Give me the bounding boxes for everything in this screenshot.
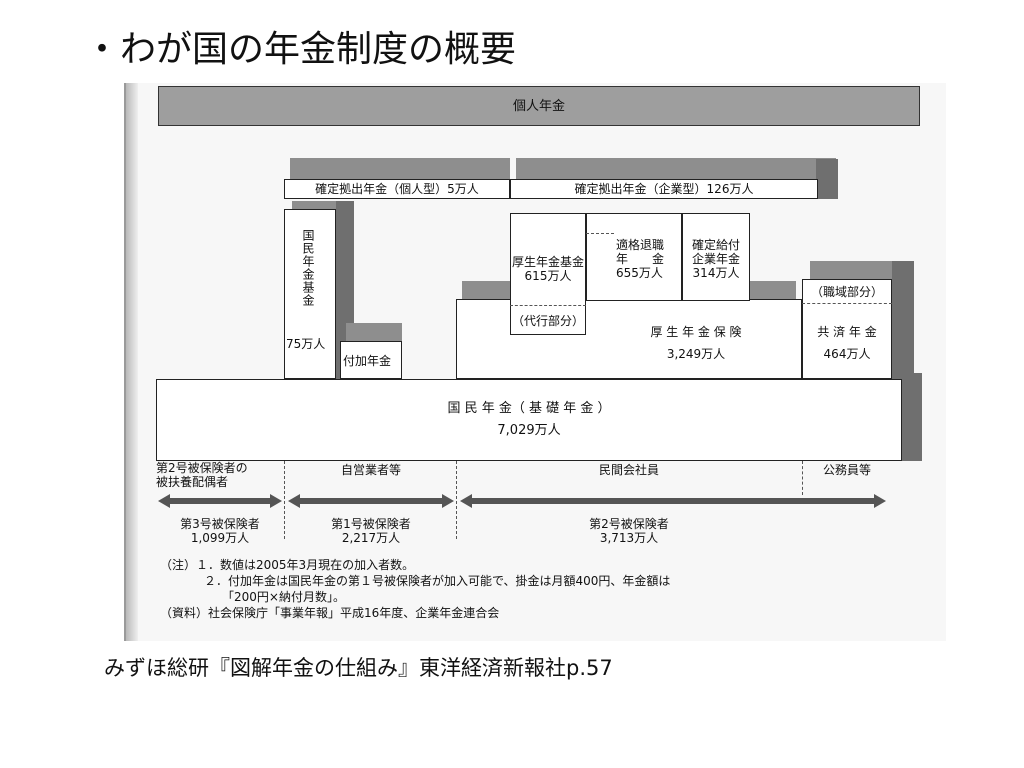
dc-individual-label: 確定拠出年金（個人型）5万人 bbox=[315, 182, 479, 196]
cat2-arrow-line bbox=[472, 498, 874, 504]
category-divider-1 bbox=[284, 461, 285, 539]
employees-pension-fund-label: 厚生年金基金 bbox=[511, 255, 584, 269]
note-3: 「200円×納付月数」。 bbox=[222, 590, 345, 604]
national-pension-side bbox=[902, 373, 922, 461]
cat1-arrow-left-head bbox=[288, 494, 300, 508]
dc-corporate-box bbox=[510, 179, 818, 199]
source-caption: みずほ総研『図解年金の仕組み』東洋経済新報社p.57 bbox=[104, 656, 613, 680]
cat1-label: 第1号被保険者 bbox=[331, 517, 411, 531]
additional-pension-top bbox=[346, 323, 402, 343]
cat2-spouse-label-2: 被扶養配偶者 bbox=[156, 475, 229, 489]
note-4: （資料）社会保険庁「事業年報」平成16年度、企業年金連合会 bbox=[160, 606, 500, 620]
employees-pension-label: 厚 生 年 金 保 険 bbox=[650, 325, 742, 339]
national-pension-fund-top bbox=[292, 201, 354, 211]
qualified-retirement-dash bbox=[586, 233, 614, 234]
mutual-aid-top bbox=[810, 261, 914, 281]
qualified-retirement-label-1: 適格退職 bbox=[616, 238, 665, 252]
additional-pension-box bbox=[340, 341, 402, 379]
note-2: ２．付加年金は国民年金の第１号被保険者が加入可能で、掛金は月額400円、年金額は bbox=[204, 574, 671, 588]
national-pension-fund-count: 75万人 bbox=[286, 337, 326, 351]
personal-pension-label: 個人年金 bbox=[512, 99, 565, 114]
mutual-aid-count: 464万人 bbox=[823, 347, 871, 361]
national-pension-count: 7,029万人 bbox=[497, 423, 561, 438]
mutual-aid-label: 共 済 年 金 bbox=[817, 325, 877, 339]
cat2-count: 3,713万人 bbox=[599, 531, 659, 545]
defined-benefit-label-2: 企業年金 bbox=[691, 252, 740, 266]
defined-benefit-count: 314万人 bbox=[692, 266, 740, 280]
dc-corporate-top bbox=[516, 158, 836, 180]
qualified-retirement-count: 655万人 bbox=[616, 266, 663, 280]
cat1-count: 2,217万人 bbox=[341, 531, 401, 545]
self-employed-label: 自営業者等 bbox=[340, 463, 401, 477]
cat3-label: 第3号被保険者 bbox=[180, 517, 260, 531]
proxy-divider bbox=[510, 305, 586, 306]
occupational-divider bbox=[802, 303, 892, 304]
employees-pension-fund-box bbox=[510, 213, 586, 335]
national-pension-label: 国 民 年 金（ 基 礎 年 金 ） bbox=[447, 401, 611, 416]
national-pension-box bbox=[156, 379, 902, 461]
occupational-portion-label: （職域部分） bbox=[810, 285, 883, 299]
cat2-label: 第2号被保険者 bbox=[589, 517, 669, 531]
cat3-arrow-right-head bbox=[270, 494, 282, 508]
mutual-aid-box bbox=[802, 279, 892, 379]
cat3-arrow-line bbox=[170, 498, 270, 504]
qualified-retirement-box bbox=[586, 213, 682, 301]
dc-corporate-side bbox=[816, 159, 838, 199]
national-pension-fund-box bbox=[284, 209, 336, 379]
employees-pension-box bbox=[456, 299, 802, 379]
employees-pension-fund-count: 615万人 bbox=[524, 269, 572, 283]
cat3-arrow-left-head bbox=[158, 494, 170, 508]
private-employees-label: 民間会社員 bbox=[598, 463, 659, 477]
category-divider-3 bbox=[802, 461, 803, 495]
mutual-aid-side bbox=[892, 261, 914, 379]
dc-individual-box bbox=[284, 179, 510, 199]
qualified-retirement-label-2: 年 金 bbox=[616, 252, 665, 266]
cat3-count: 1,099万人 bbox=[190, 531, 250, 545]
cat2-arrow-right-head bbox=[874, 494, 886, 508]
note-1: （注）１．数値は2005年3月現在の加入者数。 bbox=[160, 558, 415, 572]
cat1-arrow-line bbox=[300, 498, 442, 504]
cat2-spouse-label-1: 第2号被保険者の bbox=[156, 461, 248, 475]
cat2-arrow-left-head bbox=[460, 494, 472, 508]
dc-corporate-label: 確定拠出年金（企業型）126万人 bbox=[574, 182, 754, 196]
cat1-arrow-right-head bbox=[442, 494, 454, 508]
pension-system-diagram: 個人年金 確定拠出年金（個人型）5万人 確定拠出年金（企業型）126万人 国民年… bbox=[124, 83, 946, 641]
dc-individual-top bbox=[290, 158, 510, 180]
category-divider-2 bbox=[456, 461, 457, 539]
scan-shadow-edge bbox=[126, 83, 138, 641]
employees-pension-count: 3,249万人 bbox=[666, 347, 726, 361]
defined-benefit-box bbox=[682, 213, 750, 301]
additional-pension-label: 付加年金 bbox=[343, 354, 392, 368]
civil-servants-label: 公務員等 bbox=[822, 463, 871, 477]
defined-benefit-label-1: 確定給付 bbox=[691, 238, 740, 252]
national-pension-fund-label: 国民年金基金 bbox=[301, 229, 315, 307]
slide-title: ・わが国の年金制度の概要 bbox=[84, 29, 517, 70]
proxy-portion-label: （代行部分） bbox=[511, 314, 584, 328]
personal-pension-box bbox=[158, 86, 920, 126]
